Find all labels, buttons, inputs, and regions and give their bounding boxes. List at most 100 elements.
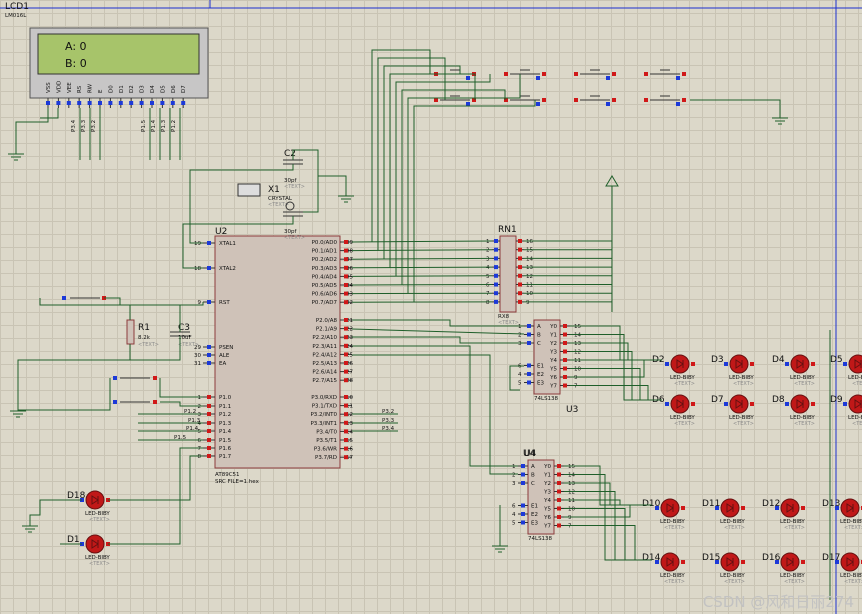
lcd-pin-marker [66,101,71,105]
led-ref: D8 [772,395,785,405]
led-body [660,498,680,518]
led-symbol [676,359,684,369]
pin-marker [536,76,540,80]
lcd-pin-label: RW [88,83,94,93]
led-pin-marker [750,362,754,366]
led-body [85,490,105,510]
lcd-pin-marker [129,101,134,105]
u4-pin-number: 14 [568,473,575,479]
led-part: LED-BIBY [660,573,685,579]
rn1-ref: RN1 [498,225,517,235]
mcu-pin-name: P1.7 [219,454,232,460]
lcd-pin-label: D0 [108,85,114,93]
led-ref: D11 [702,499,720,509]
pin-marker [434,98,438,102]
wire [564,525,652,561]
pin-marker [536,102,540,106]
mcu-pin-marker [207,404,211,408]
mcu-pin-marker [344,378,348,383]
u4-pin-marker [557,472,561,477]
led-d2 [670,354,690,374]
wire [182,216,294,269]
mcu-ref: U2 [215,227,227,237]
mcu-pin-number: 25 [346,352,353,358]
led-ref: D4 [772,355,785,365]
led-tag: <TEXT> [664,579,685,585]
u3-pin-number: 2 [518,333,522,339]
u3-pin-name: E1 [537,364,544,370]
u4-pin-number: 13 [568,481,575,487]
led-d9 [848,394,862,414]
led-pin-marker [715,506,719,510]
mcu-pin-number: 31 [194,361,201,367]
rn1-pin-marker [518,239,522,243]
led-tag: <TEXT> [674,421,695,427]
u4-pin-marker [557,523,561,528]
mcu-pin-number: 32 [346,300,353,306]
mcu-pin-marker [344,343,348,348]
rn1-pin-marker [494,282,498,287]
mcu-pin-number: 22 [346,327,353,333]
u3-pin-number: 5 [518,381,522,387]
led-body [790,354,810,374]
mcu-pin-number: 29 [194,345,201,351]
mcu-pin-name: PSEN [219,345,233,351]
lcd-pin-label: D7 [181,85,187,93]
mcu-pin-marker [207,361,211,365]
c3-ref: C3 [178,323,190,333]
led-symbol [735,399,743,409]
pin-marker [682,72,686,76]
u3-pin-name: B [537,333,541,339]
c3-tag: <TEXT> [178,342,199,348]
lcd-pin-label: VEE [67,82,73,93]
mcu-pin-number: 10 [346,395,353,401]
lcd-port-label: P1.3 [161,119,167,132]
reset-ground [10,405,26,418]
led-tag: <TEXT> [733,381,754,387]
mcu-pin-marker [344,369,348,374]
rn1-pin-number: 14 [526,256,533,262]
crystal-part: CRYSTAL [268,196,293,202]
led-ref: D14 [642,553,661,563]
u4-pin-name: Y7 [543,524,551,530]
u3-pin-marker [527,372,531,376]
lcd-pin-label: RS [77,85,83,93]
pin-marker [606,76,610,80]
rn1-pin-marker [518,256,522,261]
wire [17,336,181,405]
u3-pin-name: Y4 [549,358,557,364]
led-d6 [670,394,690,414]
led-symbol [786,557,794,567]
led-d13 [840,498,860,518]
mcu-pin-name: P2.0/A8 [316,318,338,324]
mcu-pin-marker [344,420,348,425]
wire [351,275,493,277]
u4-pin-number: 15 [568,464,575,470]
led-ref: D13 [822,499,840,509]
u4-pin-marker [521,520,525,525]
rn1-pin-number: 13 [526,265,533,271]
led-d7 [729,394,749,414]
rn1-pin-marker [494,291,498,296]
mcu-pin-marker [344,283,348,287]
led-pin-marker [741,560,745,564]
rn1-pin-number: 5 [486,274,490,280]
rn1-pin-marker [494,247,498,252]
mcu-pin-name: P1.1 [219,404,231,410]
rn1-pin-number: 4 [486,265,490,271]
mcu-pin-number: 30 [194,353,201,359]
lcd-ground [8,148,24,161]
mcu-pin-number: 12 [346,412,353,418]
u4-pin-marker [521,472,525,477]
u4-pin-name: Y5 [543,507,551,513]
led-part: LED-BIBY [720,573,745,579]
led-part: LED-BIBY [729,375,754,381]
led-pin-marker [750,402,754,406]
r1-ref: R1 [138,323,150,333]
wire [352,319,524,327]
wire [160,401,203,407]
r1-value: 8.2k [138,335,151,341]
led-pin-marker [835,560,839,564]
rn1-body [499,235,517,313]
mcu-pin-name: P2.1/A9 [316,327,338,333]
